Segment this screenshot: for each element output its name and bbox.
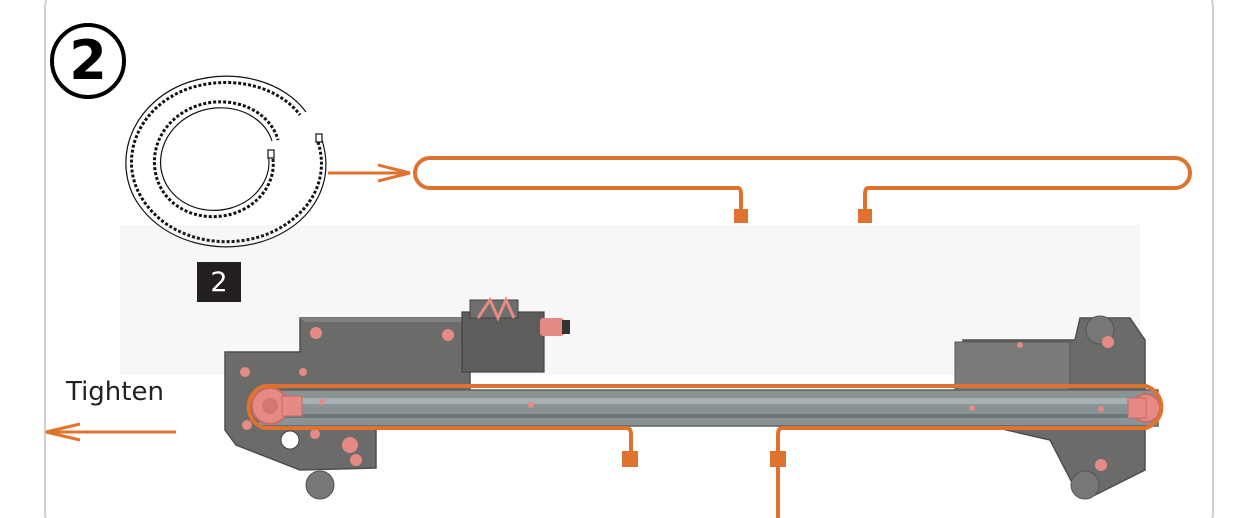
belt-outline-upper (413, 156, 1192, 223)
tension-spring (476, 296, 516, 322)
tension-knob (540, 318, 564, 336)
aluminum-rail (257, 389, 1159, 427)
belt-outline-installed (246, 384, 1164, 518)
idler-pulley (1127, 393, 1161, 423)
tighten-arrow-icon (45, 422, 176, 442)
insert-arrow (328, 163, 411, 183)
timing-belt-coil-icon (125, 75, 327, 248)
tensioner-block (461, 311, 545, 373)
step-number-badge: 2 (50, 23, 126, 99)
tighten-label: Tighten (66, 377, 164, 407)
drive-pulley (251, 387, 303, 425)
pink-screws (240, 327, 1114, 471)
part-quantity-badge: 2 (197, 262, 241, 302)
linear-rail-assembly (224, 296, 1161, 500)
belt-end-clip-right (858, 209, 872, 223)
belt-clip-right (770, 451, 786, 467)
belt-end-clip-left (734, 209, 748, 223)
belt-clip-left (622, 451, 638, 467)
